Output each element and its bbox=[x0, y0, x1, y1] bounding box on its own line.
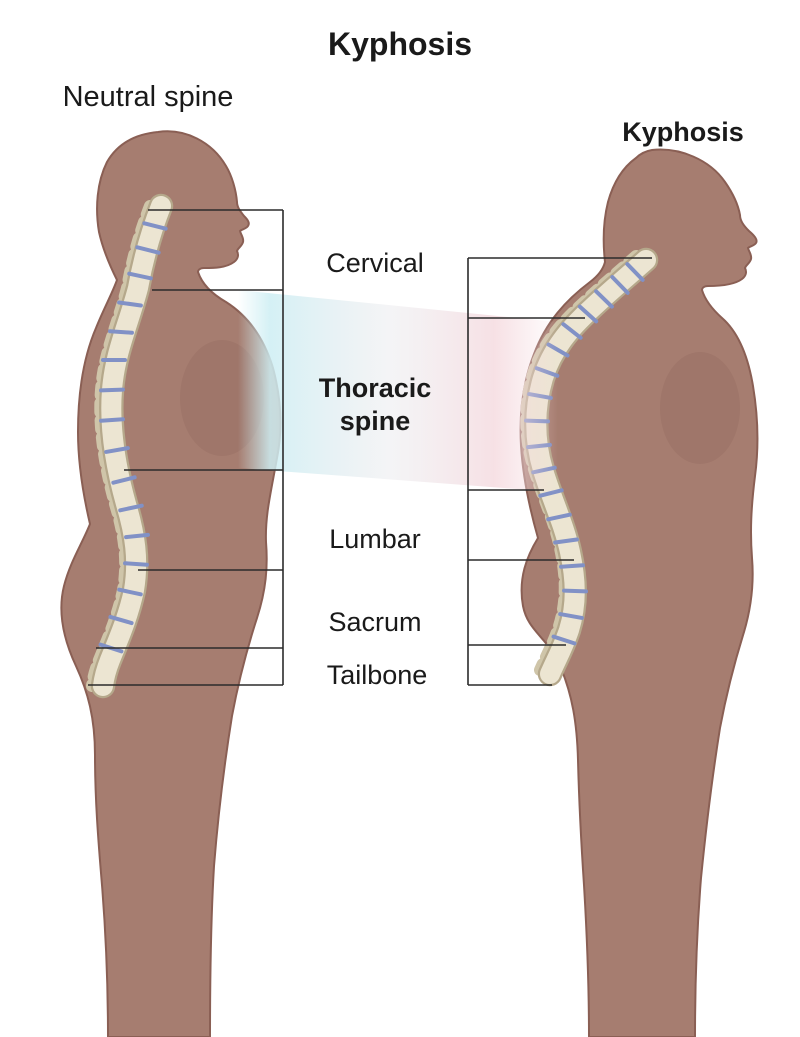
kyphosis-figure bbox=[519, 148, 759, 1037]
label-cervical: Cervical bbox=[326, 248, 424, 278]
spine-column bbox=[93, 196, 171, 696]
kyphosis-figure-label: Kyphosis bbox=[622, 117, 744, 147]
neutral-spine-label: Neutral spine bbox=[63, 81, 234, 113]
label-lumbar: Lumbar bbox=[329, 524, 421, 554]
thoracic-highlight-band bbox=[238, 290, 558, 492]
intervertebral-discs bbox=[98, 221, 168, 654]
neutral-spine-figure bbox=[60, 130, 282, 1037]
diagram-title: Kyphosis bbox=[328, 26, 472, 62]
label-thoracic-line1: Thoracic bbox=[319, 373, 432, 403]
kyphosis-chest-shading bbox=[660, 352, 740, 464]
label-thoracic-line2: spine bbox=[340, 406, 411, 436]
neutral-spine bbox=[86, 193, 174, 699]
label-sacrum: Sacrum bbox=[328, 607, 421, 637]
right-bracket-lines bbox=[467, 257, 652, 686]
kyphosis-body-silhouette bbox=[519, 148, 759, 1037]
label-tailbone: Tailbone bbox=[327, 660, 428, 690]
left-bracket-lines bbox=[88, 209, 284, 686]
neutral-body-silhouette bbox=[60, 130, 282, 1037]
